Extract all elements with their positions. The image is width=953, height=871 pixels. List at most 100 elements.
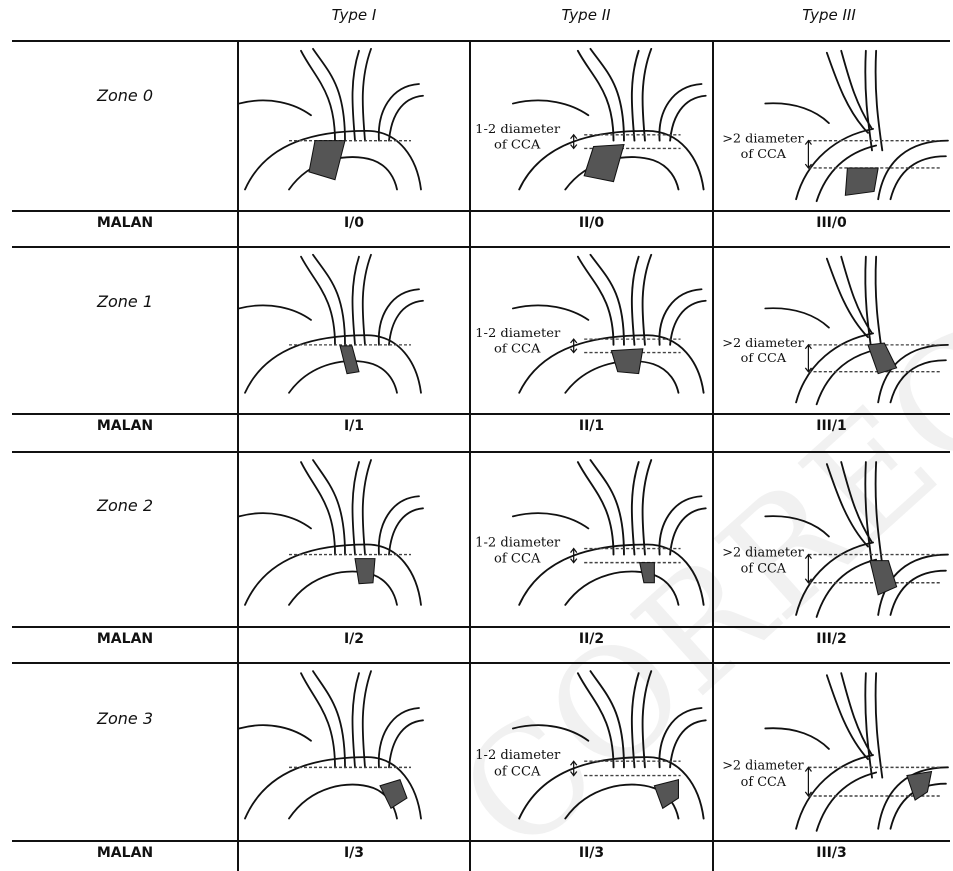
- lcca-left: [353, 673, 360, 767]
- row-rule-0b: [12, 246, 950, 248]
- innominate-right: [590, 49, 624, 141]
- lsa-inner: [670, 508, 706, 554]
- diameter-label-line1: 1-2 diameter: [475, 748, 561, 763]
- diagram-group: >2 diameterof CCA: [722, 462, 948, 617]
- ccA-right: [876, 462, 883, 565]
- landing-zone-shade: [355, 559, 375, 584]
- innominate-right: [590, 460, 624, 555]
- diagram-group: [239, 671, 423, 818]
- malan-label-1: MALAN: [12, 414, 238, 438]
- right-subclavian: [239, 513, 311, 528]
- malan-code-I-2: I/2: [238, 627, 470, 651]
- vessel-group: [239, 255, 423, 393]
- lcca-right: [363, 671, 371, 767]
- innominate-left: [578, 673, 614, 767]
- arch-inner: [565, 157, 678, 189]
- diagram-group: >2 diameter of CCA: [722, 673, 948, 831]
- diagram-svg: [239, 665, 469, 839]
- lsa-inner: [389, 96, 423, 141]
- brachiocephalic-left-wall: [796, 755, 873, 829]
- vessel-group: [239, 460, 423, 605]
- diagram-svg: 1-2 diameterof CCA: [471, 454, 712, 625]
- aortic-arch-diagram-II-1: 1-2 diameterof CCA: [471, 249, 712, 412]
- arch-inner: [289, 361, 397, 393]
- lcca-right: [363, 255, 371, 345]
- landing-zone-shade: [845, 168, 878, 195]
- lcca-right: [643, 49, 652, 141]
- arch-inner: [565, 571, 678, 604]
- innominate-outer: [827, 675, 868, 759]
- vessel-group: [513, 460, 706, 605]
- aortic-arch-diagram-I-1: [239, 249, 469, 412]
- malan-label-3: MALAN: [12, 841, 238, 865]
- diagram-svg: [239, 454, 469, 625]
- innominate-right: [313, 49, 345, 141]
- lsa-inner: [389, 301, 423, 345]
- innominate-left: [578, 51, 614, 141]
- ccA-right: [876, 257, 883, 355]
- lsa-inner: [389, 720, 423, 767]
- aortic-arch-diagram-II-3: 1-2 diameterof CCA: [471, 665, 712, 839]
- diagram-svg: [239, 249, 469, 412]
- right-subclavian: [239, 305, 311, 320]
- table-top-rule: [12, 40, 950, 42]
- right-subclavian: [513, 100, 588, 115]
- innominate-right: [590, 671, 624, 767]
- vessel-group: [765, 673, 948, 831]
- lcca-right: [643, 255, 652, 345]
- right-subclavian: [513, 725, 588, 741]
- malan-code-I-3: I/3: [238, 841, 470, 865]
- landing-zone-shade: [309, 141, 345, 180]
- ccA-left: [865, 462, 872, 565]
- diagram-svg: 1-2 diameterof CCA: [471, 43, 712, 209]
- arch-inner-2: [890, 156, 945, 199]
- column-header-type-1: Type I: [238, 6, 470, 24]
- lsa-outer: [379, 496, 419, 554]
- brachiocephalic-left-wall: [796, 333, 873, 402]
- aortic-arch-diagram-I-2: [239, 454, 469, 625]
- lsa-outer: [659, 708, 701, 767]
- arch-inner: [817, 350, 877, 405]
- innominate-outer: [827, 53, 868, 133]
- vessel-group: [765, 462, 948, 617]
- innominate-right: [313, 671, 345, 767]
- right-subclavian: [765, 728, 829, 749]
- diagram-svg: 1-2 diameterof CCA: [471, 249, 712, 412]
- lcca-left: [632, 673, 639, 767]
- arch-inner-2: [890, 571, 945, 615]
- innominate-outer: [827, 464, 868, 546]
- lcca-right: [643, 671, 652, 767]
- lcca-left: [353, 257, 360, 345]
- diameter-label-line1: >2 diameter: [722, 758, 804, 773]
- malan-label-2: MALAN: [12, 627, 238, 651]
- malan-code-II-1: II/1: [470, 414, 713, 438]
- diagram-group: [239, 460, 423, 605]
- innominate-left: [578, 462, 614, 555]
- diagram-svg: >2 diameterof CCA: [714, 43, 950, 209]
- arch-inner: [289, 571, 397, 604]
- ccA-right: [876, 51, 883, 151]
- landing-zone-shade: [870, 561, 897, 595]
- arch-inner: [289, 157, 397, 189]
- diameter-label-line1: 1-2 diameter: [475, 536, 561, 551]
- aortic-arch-diagram-III-2: >2 diameterof CCA: [714, 454, 950, 625]
- aortic-arch-diagram-I-0: [239, 43, 469, 209]
- diameter-label-line2: of CCA: [741, 775, 787, 790]
- malan-code-III-0: III/0: [713, 211, 950, 235]
- diagram-group: >2 diameterof CCA: [722, 51, 948, 201]
- aortic-arch-diagram-II-2: 1-2 diameterof CCA: [471, 454, 712, 625]
- diagram-group: 1-2 diameterof CCA: [475, 671, 706, 818]
- malan-label-0: MALAN: [12, 211, 238, 235]
- aortic-arch-diagram-III-0: >2 diameterof CCA: [714, 43, 950, 209]
- right-subclavian: [765, 103, 829, 123]
- zone-label-0: Zone 0: [12, 86, 238, 105]
- innominate-right: [590, 255, 624, 345]
- diameter-label-line2: of CCA: [741, 561, 787, 576]
- diagram-svg: >2 diameterof CCA: [714, 454, 950, 625]
- lcca-left: [632, 257, 639, 345]
- aortic-arch-diagram-III-1: >2 diameterof CCA: [714, 249, 950, 412]
- lsa-inner: [389, 508, 423, 554]
- malan-code-III-2: III/2: [713, 627, 950, 651]
- landing-zone-shade: [654, 780, 678, 809]
- lcca-left: [353, 462, 360, 555]
